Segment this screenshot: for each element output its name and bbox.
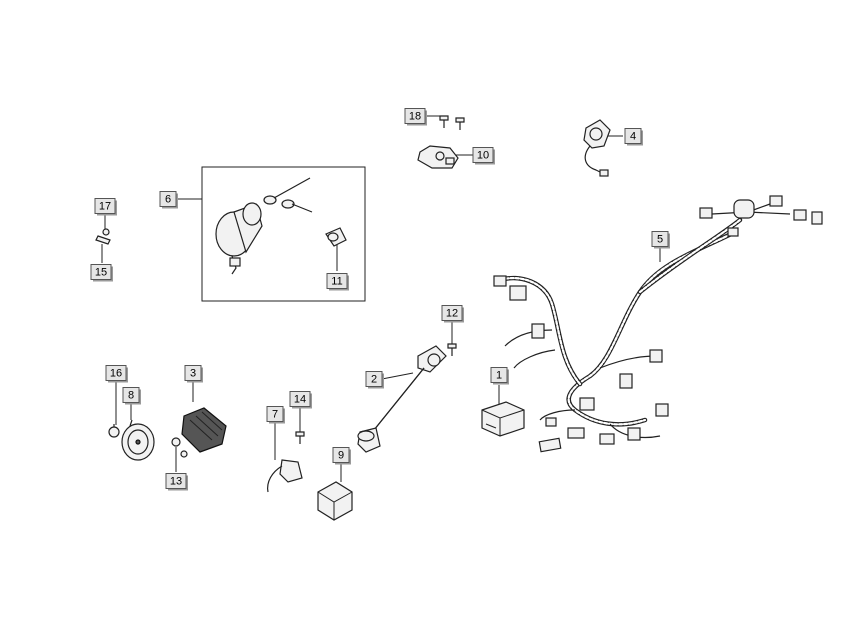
relay xyxy=(317,481,353,521)
callout-4: 4 xyxy=(624,128,643,146)
callout-1: 1 xyxy=(490,367,509,385)
callout-5: 5 xyxy=(651,231,670,249)
callout-11: 11 xyxy=(326,273,349,291)
clip xyxy=(95,228,111,245)
ignition-lock xyxy=(215,202,263,275)
callout-number: 13 xyxy=(170,476,182,488)
callout-number: 10 xyxy=(477,150,489,162)
bolt-14 xyxy=(295,431,305,444)
callout-14: 14 xyxy=(289,391,312,409)
switch-with-wire xyxy=(583,119,611,177)
callout-7: 7 xyxy=(266,406,285,424)
callout-number: 18 xyxy=(409,111,421,123)
ignition-coil xyxy=(357,345,447,453)
callout-number: 15 xyxy=(95,267,107,279)
leader-lines xyxy=(101,115,661,482)
callout-number: 8 xyxy=(128,390,134,402)
screws-18 xyxy=(439,115,465,130)
nut-13 xyxy=(171,437,188,458)
callout-number: 5 xyxy=(657,234,663,246)
callout-number: 11 xyxy=(331,276,342,288)
cdi-unit xyxy=(481,401,525,437)
callout-number: 14 xyxy=(294,394,306,406)
callout-number: 7 xyxy=(272,409,278,421)
keys xyxy=(263,177,313,213)
callout-number: 4 xyxy=(630,131,636,143)
callout-13: 13 xyxy=(165,473,188,491)
callout-number: 17 xyxy=(99,201,111,213)
wiring-harness xyxy=(493,195,823,453)
callout-18: 18 xyxy=(404,108,427,126)
callout-17: 17 xyxy=(94,198,117,216)
lock-cylinder xyxy=(325,227,347,247)
callout-15: 15 xyxy=(90,264,113,282)
callout-12: 12 xyxy=(441,305,464,323)
callout-9: 9 xyxy=(332,447,351,465)
horn xyxy=(121,419,155,461)
callout-number: 6 xyxy=(165,194,171,206)
regulator-rectifier xyxy=(181,407,227,453)
callout-16: 16 xyxy=(105,365,128,383)
callout-10: 10 xyxy=(472,147,495,165)
callout-6: 6 xyxy=(159,191,178,209)
callout-number: 1 xyxy=(496,370,502,382)
callout-number: 9 xyxy=(338,450,344,462)
callout-number: 2 xyxy=(371,374,377,386)
bolt-16 xyxy=(108,424,120,438)
callout-8: 8 xyxy=(122,387,141,405)
bracket-switch xyxy=(417,145,459,169)
callout-3: 3 xyxy=(184,365,203,383)
callout-2: 2 xyxy=(365,371,384,389)
sensor xyxy=(267,459,303,493)
callout-number: 16 xyxy=(110,368,122,380)
callout-number: 12 xyxy=(446,308,458,320)
callout-number: 3 xyxy=(190,368,196,380)
bolt-12 xyxy=(447,343,457,356)
ignition-set-frame xyxy=(201,166,366,302)
